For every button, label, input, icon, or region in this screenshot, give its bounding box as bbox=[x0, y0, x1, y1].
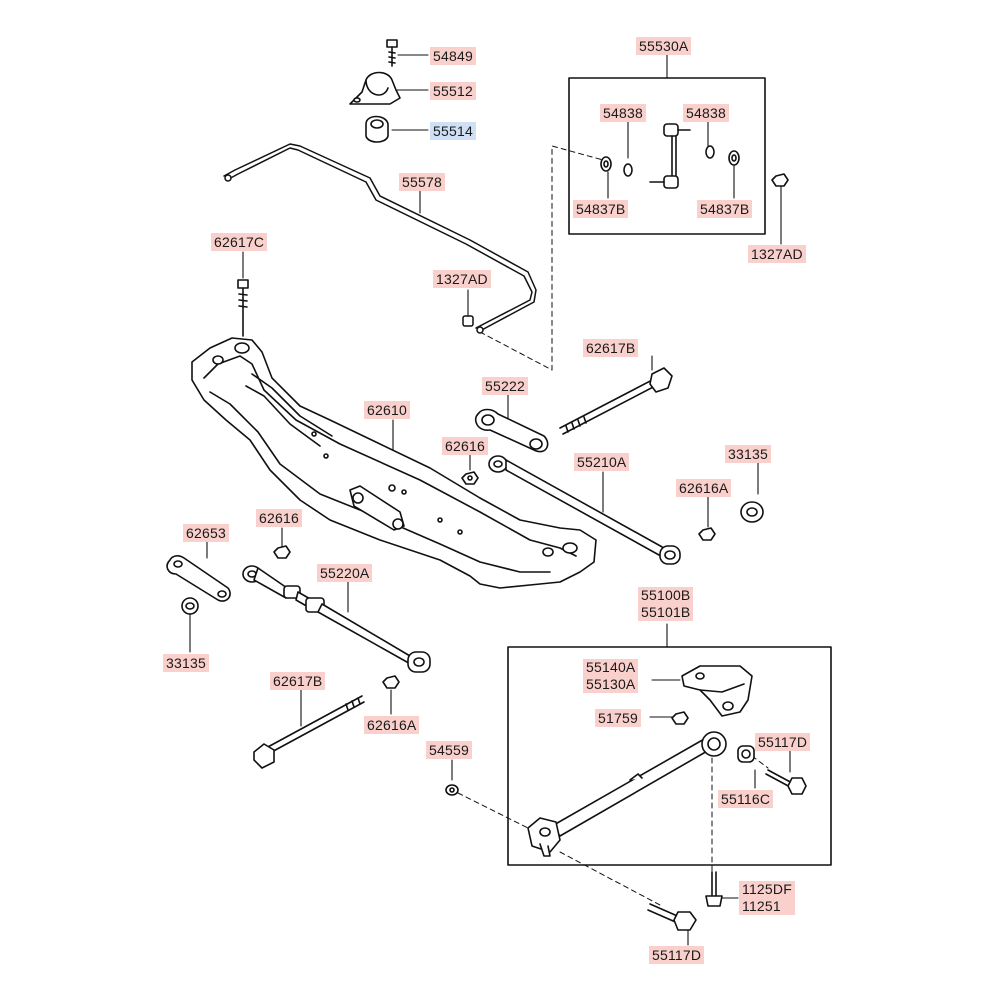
link-plate-55222 bbox=[474, 408, 549, 453]
callout-11251-text: 11251 bbox=[742, 898, 781, 914]
callout-55100B-text: 55100B bbox=[641, 587, 691, 603]
leader-lines bbox=[189, 54, 791, 946]
callout-55140A-55130A[interactable]: 55140A 55130A bbox=[583, 659, 639, 693]
stabilizer-link-55530A bbox=[600, 123, 789, 189]
bolt-62617B-bottom bbox=[253, 695, 365, 769]
bushing-55116C bbox=[737, 745, 755, 763]
callout-54837B-right[interactable]: 54837B bbox=[697, 200, 753, 218]
nut-51759 bbox=[671, 711, 689, 725]
callout-1327AD-mid[interactable]: 1327AD bbox=[433, 270, 491, 288]
callout-54837B-left[interactable]: 54837B bbox=[573, 200, 629, 218]
bushing-33135-left bbox=[181, 597, 199, 615]
trailing-arm-55100B bbox=[527, 731, 727, 857]
callout-55210A[interactable]: 55210A bbox=[574, 453, 630, 471]
washer-54559 bbox=[445, 784, 459, 796]
lateral-arm-55210A bbox=[488, 455, 681, 565]
callout-55116C[interactable]: 55116C bbox=[718, 790, 774, 808]
callout-1327AD-top[interactable]: 1327AD bbox=[748, 245, 806, 263]
callout-55100B-55101B[interactable]: 55100B 55101B bbox=[638, 587, 694, 621]
nut-62616A-left bbox=[382, 675, 400, 689]
bolt-62617B-top bbox=[559, 367, 673, 435]
callout-54849[interactable]: 54849 bbox=[430, 47, 476, 65]
callout-51759[interactable]: 51759 bbox=[595, 709, 641, 727]
trailing-arm-group-box bbox=[507, 646, 832, 866]
callout-54559[interactable]: 54559 bbox=[426, 741, 472, 759]
callout-55140A-text: 55140A bbox=[586, 659, 636, 675]
bolt-1125DF bbox=[705, 871, 723, 907]
nut-62616-center bbox=[461, 471, 479, 485]
nut-62616-left bbox=[273, 545, 291, 559]
bracket-55512 bbox=[349, 71, 401, 105]
bolt-62617C bbox=[237, 279, 249, 337]
callout-55130A-text: 55130A bbox=[586, 676, 636, 692]
plate-62653 bbox=[166, 555, 231, 602]
callout-55117D-right[interactable]: 55117D bbox=[755, 733, 811, 751]
callout-54838-left[interactable]: 54838 bbox=[600, 104, 646, 122]
callout-33135-left[interactable]: 33135 bbox=[163, 654, 209, 672]
callout-62616A-left[interactable]: 62616A bbox=[364, 716, 420, 734]
callout-55117D-bottom[interactable]: 55117D bbox=[649, 946, 705, 964]
callout-62616A-right[interactable]: 62616A bbox=[676, 479, 732, 497]
callout-55512[interactable]: 55512 bbox=[430, 82, 476, 100]
assembly-dashed-lines bbox=[457, 145, 769, 906]
nut-62616A-right bbox=[698, 527, 716, 541]
callout-33135-right[interactable]: 33135 bbox=[725, 445, 771, 463]
callout-1125DF-11251[interactable]: 1125DF 11251 bbox=[739, 881, 795, 915]
bolt-55117D-right bbox=[765, 769, 807, 795]
callout-62617B-bottom[interactable]: 62617B bbox=[270, 672, 326, 690]
callout-55222[interactable]: 55222 bbox=[482, 377, 528, 395]
adjustable-arm-55220A bbox=[242, 565, 431, 673]
stabilizer-bar-55578 bbox=[223, 143, 537, 334]
bolt-55117D-bottom bbox=[647, 903, 697, 931]
callout-62653[interactable]: 62653 bbox=[183, 524, 229, 542]
callout-62610[interactable]: 62610 bbox=[364, 401, 410, 419]
callout-62616-left[interactable]: 62616 bbox=[256, 509, 302, 527]
callout-55220A[interactable]: 55220A bbox=[317, 564, 373, 582]
bolt-54849 bbox=[386, 39, 398, 67]
callout-55578[interactable]: 55578 bbox=[399, 173, 445, 191]
callout-54838-right[interactable]: 54838 bbox=[683, 104, 729, 122]
callout-55101B-text: 55101B bbox=[641, 604, 691, 620]
callout-55530A[interactable]: 55530A bbox=[636, 37, 692, 55]
bushing-33135-right bbox=[740, 501, 764, 523]
crossmember-62610 bbox=[191, 337, 597, 589]
callout-62616-center[interactable]: 62616 bbox=[442, 437, 488, 455]
bushing-55514 bbox=[365, 115, 389, 143]
callout-1125DF-text: 1125DF bbox=[742, 881, 792, 897]
callout-62617B-top[interactable]: 62617B bbox=[583, 339, 639, 357]
callout-55514-selected[interactable]: 55514 bbox=[430, 122, 476, 140]
callout-62617C[interactable]: 62617C bbox=[211, 233, 268, 251]
bracket-55140A bbox=[681, 665, 753, 717]
